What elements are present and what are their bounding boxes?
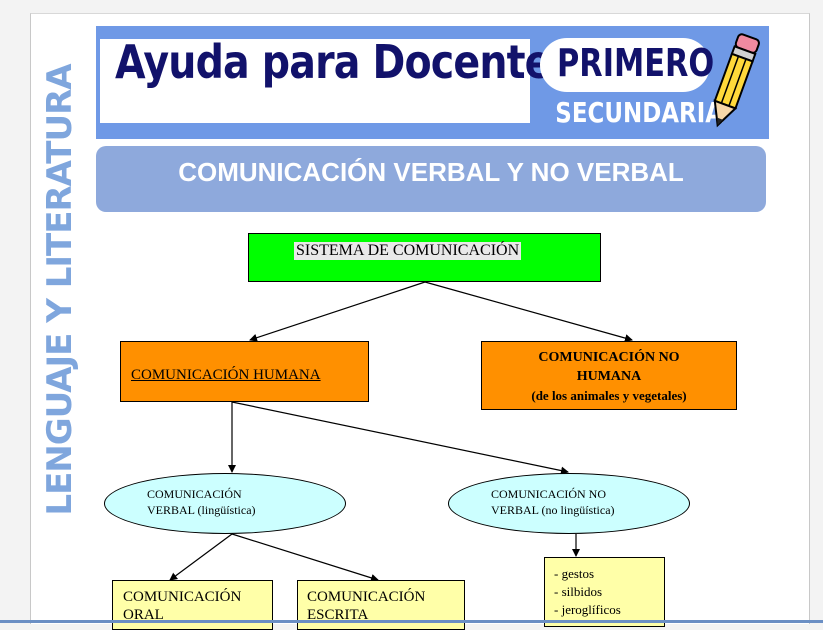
node-label: COMUNICACIÓN NO VERBAL (no lingüística)	[491, 486, 651, 518]
node-communication-system: SISTEMA DE COMUNICACIÓN	[248, 233, 601, 282]
node-label-line: (de los animales y vegetales)	[531, 388, 687, 403]
node-non-verbal-communication: COMUNICACIÓN NO VERBAL (no lingüística)	[448, 473, 690, 534]
arrow-human-nonverbal	[231, 401, 569, 475]
grade-label: PRIMERO	[557, 41, 715, 85]
list-item: - gestos	[554, 566, 595, 581]
node-human-communication: COMUNICACIÓN HUMANA	[120, 341, 369, 402]
node-label-line: COMUNICACIÓN NO	[538, 350, 680, 365]
examples-list: - gestos - silbidos - jeroglíficos	[545, 558, 664, 619]
list-item: - jeroglíficos	[554, 602, 621, 617]
node-label-line: VERBAL (lingüística)	[147, 503, 256, 517]
node-label: COMUNICACIÓN ESCRITA	[307, 588, 425, 624]
grade-badge	[540, 38, 710, 92]
banner-stripe	[96, 126, 532, 129]
node-label-line: COMUNICACIÓN	[307, 589, 426, 605]
node-non-human-communication: COMUNICACIÓN NO HUMANA (de los animales …	[481, 341, 737, 410]
pencil-icon	[713, 33, 760, 128]
node-label-line: COMUNICACIÓN	[147, 487, 242, 501]
topic-title: COMUNICACIÓN VERBAL Y NO VERBAL	[178, 157, 684, 187]
node-label-line: ESCRITA	[307, 607, 369, 623]
arrow-verbal-written	[231, 533, 379, 582]
node-label: COMUNICACIÓN HUMANA	[131, 367, 321, 383]
arrow-root-nonhuman	[424, 281, 633, 342]
title-panel	[100, 39, 530, 123]
node-verbal-communication: COMUNICACIÓN VERBAL (lingüística)	[104, 473, 346, 534]
node-label-line: COMUNICACIÓN NO	[491, 487, 607, 501]
node-label-line: HUMANA	[576, 369, 642, 384]
node-label-line: VERBAL (no lingüística)	[491, 503, 615, 517]
banner-stripe	[96, 32, 532, 35]
node-label: SISTEMA DE COMUNICACIÓN	[294, 242, 522, 260]
topic-bar	[96, 146, 766, 212]
arrow-verbal-oral	[169, 533, 233, 581]
node-label: COMUNICACIÓN ORAL	[123, 588, 241, 624]
arrow-root-human	[249, 281, 426, 342]
node-label-line: ORAL	[123, 607, 164, 623]
list-item: - silbidos	[554, 584, 603, 599]
site-title: Ayuda para Docentes	[115, 35, 574, 89]
node-label-line: COMUNICACIÓN	[123, 589, 242, 605]
node-label: COMUNICACIÓN VERBAL (lingüística)	[147, 486, 297, 518]
bottom-rule	[0, 620, 823, 623]
node-non-verbal-examples: - gestos - silbidos - jeroglíficos	[544, 557, 665, 627]
